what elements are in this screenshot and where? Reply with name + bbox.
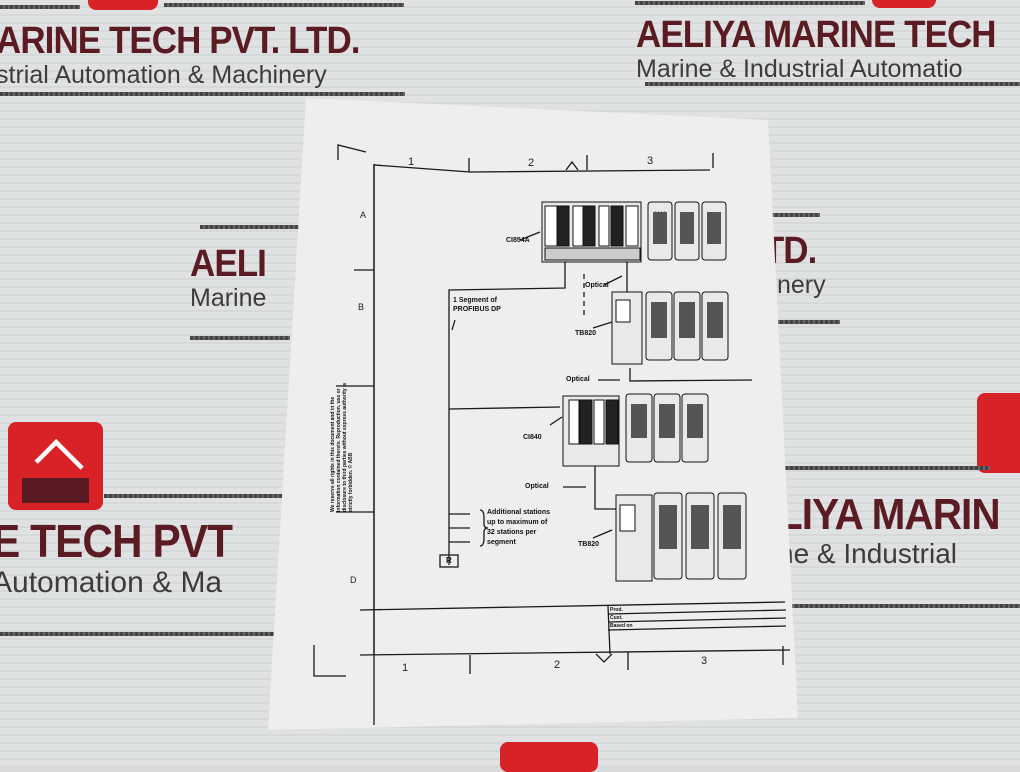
title-block-cust: Cust. [610, 615, 623, 621]
copyright-note: We reserve all rights in this document a… [330, 382, 354, 512]
column-label-top-2: 2 [528, 157, 535, 169]
row-label-d: D [350, 575, 357, 585]
optical-label-3: Optical [525, 483, 549, 490]
column-label-top-3: 3 [647, 155, 654, 167]
watermark-top-right: AELIYA MARINE TECH Marine & Industrial A… [636, 14, 1020, 84]
title-block-based-on: Based on [610, 623, 633, 629]
logo-top-left [88, 0, 158, 10]
divider [0, 632, 280, 636]
column-label-bottom-3: 3 [701, 655, 708, 667]
watermark-lower-left: E TECH PVT Automation & Ma [0, 514, 253, 600]
watermark-lower-right: LIYA MARIN ne & Industrial [778, 490, 1019, 570]
divider [0, 92, 405, 96]
column-label-bottom-1: 1 [402, 662, 409, 674]
optical-label-1: Optical [585, 282, 609, 289]
divider [635, 1, 865, 5]
tb820-bottom-label: TB820 [578, 541, 600, 548]
company-name: AELIYA MARINE TECH [636, 14, 997, 56]
divider [190, 336, 290, 340]
tagline: Marine [190, 284, 267, 312]
segment-label-2: PROFIBUS DP [453, 306, 501, 313]
optical-label-2: Optical [566, 376, 590, 383]
tagline: Marine & Industrial Automatio [636, 55, 963, 83]
divider [645, 82, 1020, 86]
column-label-bottom-2: 2 [554, 659, 561, 671]
ci840-label: CI840 [523, 434, 542, 441]
company-name: AELI [190, 243, 267, 285]
watermark-top-left: ARINE TECH PVT. LTD. strial Automation &… [0, 20, 391, 90]
divider [765, 466, 990, 470]
logo-lower-left [8, 422, 103, 510]
row-label-a: A [360, 210, 367, 220]
additional-stations-line4: segment [487, 539, 516, 546]
company-name: ARINE TECH PVT. LTD. [0, 20, 361, 62]
company-name: E TECH PVT [0, 515, 233, 567]
title-block-prod: Prod. [610, 607, 623, 613]
tagline: ne & Industrial [778, 538, 957, 569]
logo-lower-right [977, 393, 1020, 473]
segment-label-1: 1 Segment of [453, 297, 497, 304]
tagline: Automation & Ma [0, 566, 223, 599]
row-label-b: B [358, 302, 365, 312]
terminator-label: R [446, 556, 452, 565]
logo-top-right [872, 0, 936, 8]
column-label-top-1: 1 [408, 156, 415, 168]
divider [104, 494, 284, 498]
divider [164, 3, 404, 7]
additional-stations-line2: up to maximum of [487, 519, 548, 526]
company-name: LIYA MARIN [778, 490, 1001, 539]
divider [740, 320, 840, 324]
tb820-top-label: TB820 [575, 330, 597, 337]
additional-stations-line3: 32 stations per [487, 529, 537, 536]
divider [780, 604, 1020, 608]
additional-stations-line1: Additional stations [487, 509, 550, 516]
tagline: strial Automation & Machinery [0, 61, 327, 89]
divider [0, 5, 80, 9]
ci854a-label: CI854A [506, 237, 530, 244]
watermark-mid-left: AELI Marine [190, 243, 273, 313]
divider [200, 225, 300, 229]
divider [730, 213, 820, 217]
